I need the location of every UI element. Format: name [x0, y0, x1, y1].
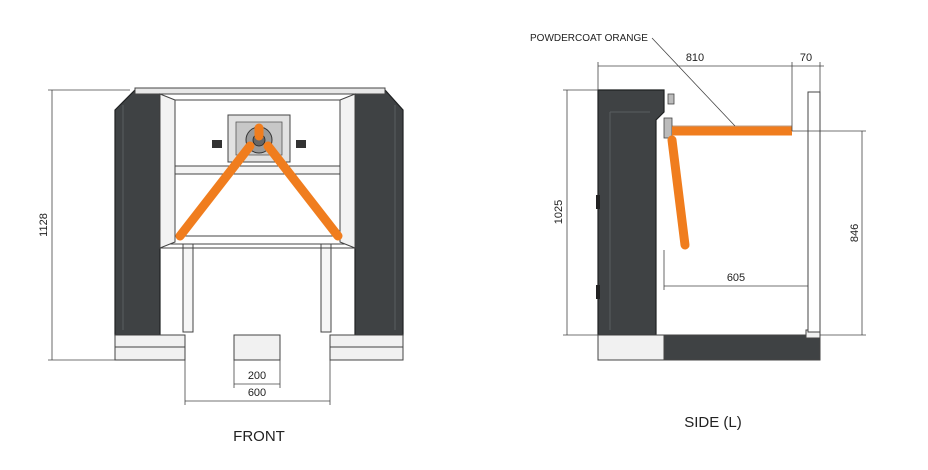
front-width-dimension [184, 360, 331, 405]
front-height-label: 1128 [38, 213, 50, 237]
front-base [114, 334, 404, 361]
front-width-label: 600 [248, 387, 266, 399]
front-top-lid [134, 87, 386, 95]
side-passage-label: 605 [727, 272, 745, 284]
side-height-dimension [563, 89, 598, 336]
front-left-cabinet [114, 89, 161, 336]
front-arms [175, 123, 343, 241]
side-caption: SIDE (L) [684, 414, 742, 431]
side-depth-label: 810 [686, 52, 704, 64]
side-post [807, 91, 821, 333]
side-arm-height-label: 846 [849, 224, 861, 242]
side-arm-height-dimension [792, 130, 866, 336]
side-arms [667, 126, 792, 250]
finish-note: POWDERCOAT ORANGE [530, 33, 648, 44]
front-right-cabinet [354, 89, 404, 336]
front-height-dimension [48, 89, 130, 361]
front-view: 1128 200 600 FRONT [38, 87, 404, 445]
side-passage-dimension [663, 250, 808, 290]
side-offset-label: 70 [800, 52, 812, 64]
side-base [597, 329, 821, 361]
side-height-label: 1025 [553, 200, 565, 224]
front-inner-label: 200 [248, 370, 266, 382]
side-depth-dimension [597, 62, 824, 131]
front-caption: FRONT [233, 428, 285, 445]
finish-leader [651, 37, 736, 127]
side-cabinet [597, 89, 665, 336]
front-inner-dimension [233, 360, 281, 388]
side-view: 810 70 POWDERCOAT ORANGE 1025 846 605 SI… [530, 33, 866, 431]
